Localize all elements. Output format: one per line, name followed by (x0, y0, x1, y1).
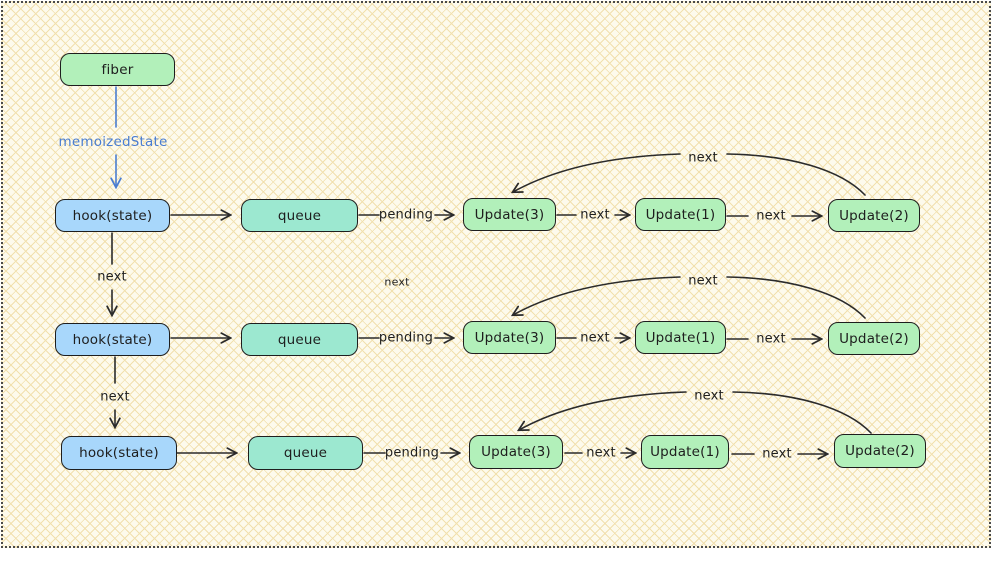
pending-label-row1: pending (378, 207, 434, 223)
update1-node-row1: Update(1) (635, 198, 726, 231)
loop-next-label-row1: next (688, 150, 718, 166)
memoized-state-label: memoizedState (58, 134, 168, 150)
loop-next-label-row3: next (694, 388, 724, 404)
loop-edge (513, 153, 681, 192)
pending-label-row3: pending (384, 445, 440, 461)
loop-edge (726, 153, 866, 196)
pending-label-row2: pending (378, 330, 434, 346)
update1-node-row2: Update(1) (635, 321, 726, 354)
queue-node-3: queue (248, 436, 363, 470)
hook-state-node-3: hook(state) (61, 436, 177, 470)
update3-node-row2: Update(3) (463, 321, 556, 354)
next-label-row1-b: next (756, 208, 786, 224)
queue-node-1: queue (241, 199, 358, 232)
update2-node-row1: Update(2) (828, 199, 920, 232)
next-label-row1-a: next (580, 207, 610, 223)
loop-next-label-row2: next (688, 273, 718, 289)
next-label-row2-a: next (580, 330, 610, 346)
loop-edge (519, 391, 687, 430)
next-label-row3-b: next (762, 446, 792, 462)
hook-state-node-2: hook(state) (55, 323, 170, 356)
stray-next-label: next (384, 275, 410, 289)
loop-edge (513, 276, 681, 315)
update1-node-row3: Update(1) (641, 435, 729, 469)
update2-node-row3: Update(2) (834, 434, 926, 468)
update3-node-row1: Update(3) (463, 198, 556, 231)
fiber-node: fiber (60, 53, 175, 86)
loop-edge (726, 276, 866, 319)
update2-node-row2: Update(2) (828, 322, 920, 355)
hook-state-node-1: hook(state) (55, 199, 170, 232)
loop-edge (732, 391, 872, 434)
diagram-canvas: fiber memoizedState next next next hook(… (1, 1, 991, 548)
next-label-row3-a: next (586, 445, 616, 461)
next-label-row2-b: next (756, 331, 786, 347)
next-label-hook-2-3: next (100, 389, 130, 405)
next-label-hook-1-2: next (97, 269, 127, 285)
update3-node-row3: Update(3) (469, 435, 563, 469)
edges-layer (3, 86, 872, 563)
queue-node-2: queue (241, 323, 358, 356)
